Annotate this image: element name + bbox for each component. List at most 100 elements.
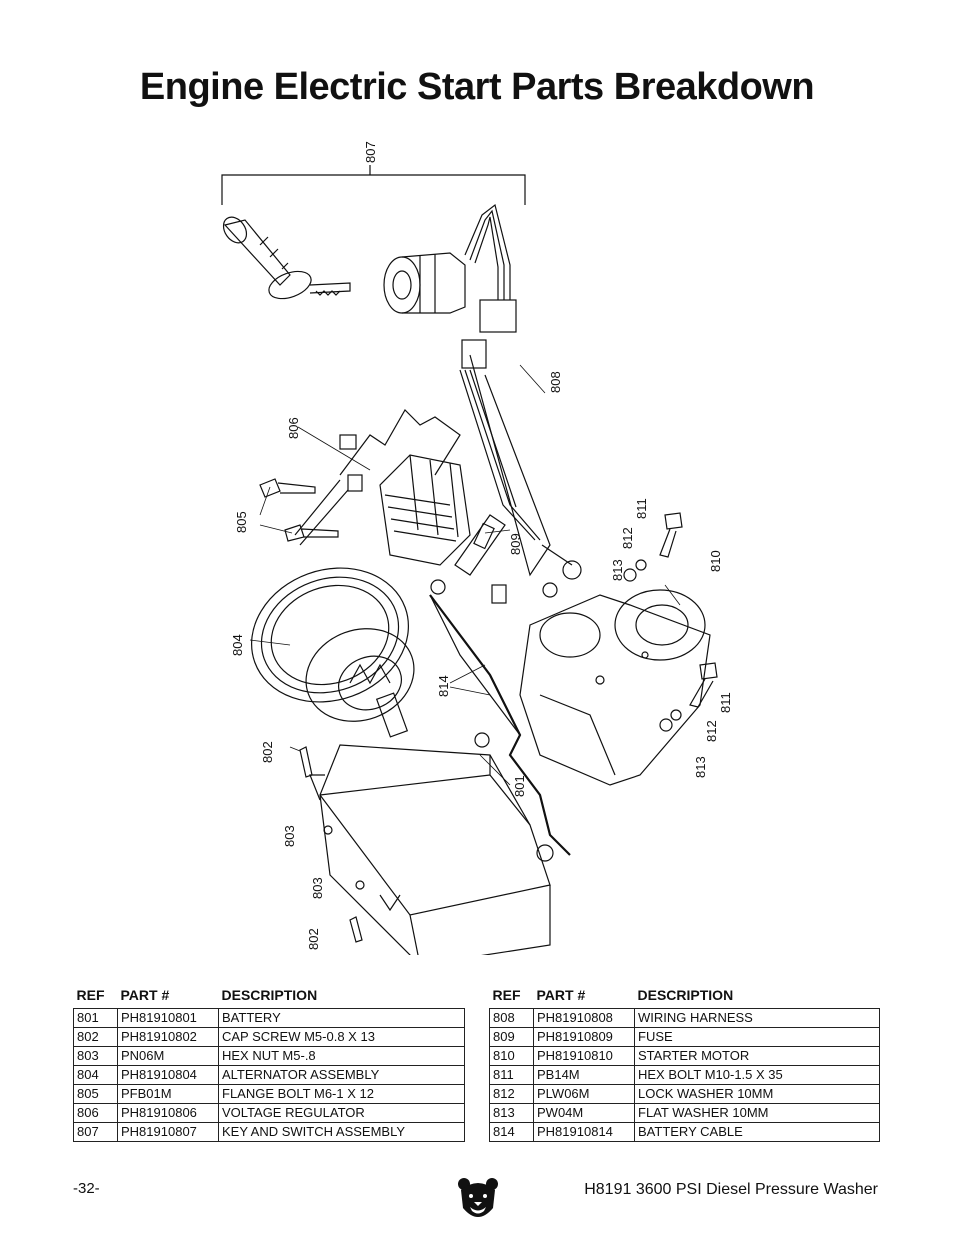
- cell-part: PH81910801: [117, 1008, 219, 1028]
- cell-ref: 814: [489, 1122, 534, 1142]
- cell-part: PW04M: [533, 1103, 635, 1123]
- callout-804: 804: [230, 634, 245, 656]
- cell-ref: 802: [73, 1027, 118, 1047]
- cell-part: PH81910802: [117, 1027, 219, 1047]
- cell-ref: 803: [73, 1046, 118, 1066]
- cell-description: HEX NUT M5-.8: [218, 1046, 465, 1066]
- callout-802-lower: 802: [306, 928, 321, 950]
- header-description: DESCRIPTION: [221, 987, 318, 1003]
- cell-ref: 812: [489, 1084, 534, 1104]
- callout-814: 814: [436, 675, 451, 697]
- cell-description: BATTERY: [218, 1008, 465, 1028]
- cell-ref: 808: [489, 1008, 534, 1028]
- cell-ref: 807: [73, 1122, 118, 1142]
- callout-811-upper: 811: [634, 498, 649, 519]
- starter-hardware-drawing: [623, 512, 718, 732]
- cell-description: CAP SCREW M5-0.8 X 13: [218, 1027, 465, 1047]
- cell-description: STARTER MOTOR: [634, 1046, 880, 1066]
- cell-description: VOLTAGE REGULATOR: [218, 1103, 465, 1123]
- cell-ref: 811: [489, 1065, 534, 1085]
- bracket-807: [221, 174, 526, 205]
- cell-description: BATTERY CABLE: [634, 1122, 880, 1142]
- cell-ref: 805: [73, 1084, 118, 1104]
- cell-part: PH81910807: [117, 1122, 219, 1142]
- cell-part: PH81910806: [117, 1103, 219, 1123]
- cell-part: PH81910810: [533, 1046, 635, 1066]
- flange-bolts-drawing: [259, 478, 339, 542]
- header-ref: REF: [76, 987, 105, 1003]
- cell-ref: 809: [489, 1027, 534, 1047]
- starter-motor-drawing: [519, 589, 711, 786]
- cell-ref: 813: [489, 1103, 534, 1123]
- header-ref: REF: [492, 987, 521, 1003]
- callout-803-upper: 803: [282, 825, 297, 847]
- parts-diagram: 807 808 806 805 809 811 812 813 810 804 …: [220, 135, 740, 955]
- callout-812-lower: 812: [704, 720, 719, 742]
- cell-description: FLANGE BOLT M6-1 X 12: [218, 1084, 465, 1104]
- cell-part: PLW06M: [533, 1084, 635, 1104]
- table-header-row: REF PART # DESCRIPTION: [74, 985, 465, 1009]
- voltage-regulator-drawing: [294, 409, 471, 566]
- callout-812-upper: 812: [620, 527, 635, 549]
- cell-description: FLAT WASHER 10MM: [634, 1103, 880, 1123]
- cell-description: HEX BOLT M10-1.5 X 35: [634, 1065, 880, 1085]
- header-part: PART #: [120, 987, 170, 1003]
- alternator-drawing: [251, 567, 415, 738]
- battery-cable-drawing: [429, 594, 571, 862]
- callout-813-upper: 813: [610, 559, 625, 581]
- callout-802-upper: 802: [260, 741, 275, 763]
- callout-809: 809: [508, 533, 523, 555]
- callout-813-lower: 813: [693, 756, 708, 778]
- fuse-drawing: [429, 514, 521, 736]
- callout-803-lower: 803: [310, 877, 325, 899]
- cell-description: ALTERNATOR ASSEMBLY: [218, 1065, 465, 1085]
- cell-description: WIRING HARNESS: [634, 1008, 880, 1028]
- keys-drawing: [222, 216, 351, 300]
- table-header-row: REF PART # DESCRIPTION: [490, 985, 880, 1009]
- cell-ref: 806: [73, 1103, 118, 1123]
- cell-part: PN06M: [117, 1046, 219, 1066]
- wiring-harness-drawing: [459, 203, 582, 598]
- callout-806: 806: [286, 417, 301, 439]
- callout-801: 801: [512, 775, 527, 797]
- battery-drawing: [309, 744, 551, 955]
- page-title: Engine Electric Start Parts Breakdown: [139, 66, 815, 108]
- cell-ref: 801: [73, 1008, 118, 1028]
- battery-fasteners-drawing: [299, 746, 365, 943]
- header-description: DESCRIPTION: [637, 987, 734, 1003]
- callout-805: 805: [234, 511, 249, 533]
- cell-description: KEY AND SWITCH ASSEMBLY: [218, 1122, 465, 1142]
- callout-808: 808: [548, 371, 563, 393]
- cell-part: PH81910808: [533, 1008, 635, 1028]
- leader-lines: [249, 364, 681, 786]
- cell-ref: 810: [489, 1046, 534, 1066]
- cell-description: LOCK WASHER 10MM: [634, 1084, 880, 1104]
- cell-part: PH81910804: [117, 1065, 219, 1085]
- cell-ref: 804: [73, 1065, 118, 1085]
- cell-description: FUSE: [634, 1027, 880, 1047]
- cell-part: PB14M: [533, 1065, 635, 1085]
- exploded-view-drawing: 807 808 806 805 809 811 812 813 810 804 …: [221, 141, 733, 955]
- cell-part: PFB01M: [117, 1084, 219, 1104]
- header-part: PART #: [536, 987, 586, 1003]
- callout-810: 810: [708, 550, 723, 572]
- callout-807: 807: [363, 141, 378, 163]
- cell-part: PH81910809: [533, 1027, 635, 1047]
- callout-811-lower: 811: [718, 692, 733, 713]
- cell-part: PH81910814: [533, 1122, 635, 1142]
